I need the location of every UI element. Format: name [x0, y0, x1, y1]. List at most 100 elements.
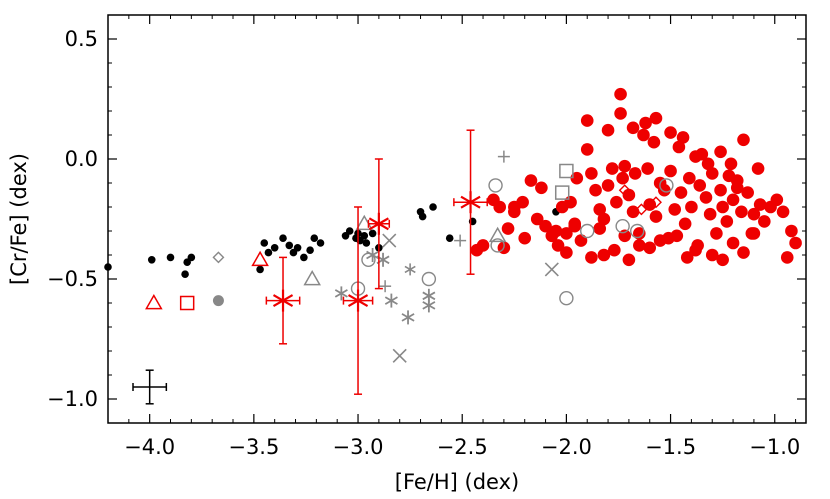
x-tick-label: −3.5: [228, 435, 279, 459]
point-dot-large: [560, 227, 573, 240]
data-point: [626, 121, 640, 135]
data-point: [770, 193, 784, 207]
asterisk-stroke: [334, 289, 348, 298]
data-point: [593, 222, 607, 235]
point-dot-large: [720, 215, 734, 228]
point-dot: [306, 246, 314, 254]
data-point: [554, 185, 570, 200]
point-dot-large: [610, 195, 623, 209]
point-dot-large: [670, 229, 684, 243]
point-dot-large: [633, 227, 646, 240]
point-dot-large: [705, 167, 719, 180]
data-point: [726, 236, 740, 250]
asterisk-stroke: [384, 296, 398, 305]
point-dot: [362, 239, 371, 247]
x-tick-label: −1.0: [749, 435, 800, 459]
point-dot-large: [641, 162, 654, 175]
point-dot-large: [676, 131, 690, 144]
data-point: [649, 196, 662, 209]
point-dot-large: [493, 200, 507, 214]
data-point: [618, 159, 632, 173]
x-tick-label: −3.0: [333, 435, 384, 459]
point-dot-large: [507, 200, 521, 214]
point-dot-large: [680, 251, 694, 264]
tick-labels: −4.0−3.5−3.0−2.5−2.0−1.5−1.00.50.0−0.5−1…: [47, 27, 800, 459]
data-point: [720, 215, 734, 228]
point-dot-large: [643, 198, 657, 211]
point-dot: [345, 227, 354, 235]
point-dot-large: [614, 107, 627, 120]
point-dot-large: [653, 234, 667, 247]
data-point: [735, 205, 748, 219]
point-dot-large: [722, 169, 736, 183]
point-circle-open: [615, 218, 630, 234]
point-dot-large: [703, 207, 717, 221]
data-point: [559, 291, 574, 306]
data-point: [147, 255, 156, 264]
data-point: [608, 243, 621, 257]
data-point: [714, 183, 727, 197]
data-point: [641, 162, 654, 175]
point-dot-large: [747, 207, 761, 221]
point-dot: [418, 212, 427, 221]
point-dot-large: [618, 229, 632, 243]
data-point: [753, 198, 767, 211]
data-point: [265, 256, 301, 345]
point-dot: [147, 255, 156, 264]
data-point: [181, 270, 189, 279]
data-point: [643, 198, 657, 211]
point-circle-open: [490, 238, 505, 253]
data-point: [392, 348, 407, 363]
point-square-open: [559, 163, 574, 179]
data-point: [649, 111, 663, 125]
point-dot-large: [539, 219, 552, 233]
data-point: [306, 246, 314, 254]
point-dot-large: [705, 248, 719, 262]
data-point: [368, 229, 377, 238]
data-point: [705, 248, 719, 262]
point-dot-large: [568, 217, 582, 231]
data-point: [628, 167, 642, 180]
point-triangle-open: [488, 226, 507, 243]
data-point: [670, 229, 684, 243]
point-dot: [181, 270, 189, 279]
point-dot-large: [668, 203, 682, 216]
asterisk-stroke: [422, 301, 436, 310]
data-point: [493, 200, 507, 214]
data-point: [559, 163, 574, 179]
y-axis-label: [Cr/Fe] (dex): [7, 153, 31, 285]
data-point: [785, 224, 798, 238]
data-point: [560, 246, 573, 259]
data-point: [714, 145, 727, 159]
data-point: [601, 179, 615, 192]
point-circle-open: [659, 178, 674, 193]
data-point: [699, 191, 713, 204]
data-point: [685, 200, 698, 214]
data-point: [454, 234, 467, 247]
data-point: [539, 219, 552, 233]
x-axis-label: [Fe/H] (dex): [395, 470, 519, 494]
asterisk-stroke: [366, 250, 380, 260]
data-point: [630, 223, 645, 239]
data-point: [453, 129, 488, 275]
data-point: [716, 253, 729, 267]
x-tick-label: −2.5: [437, 435, 488, 459]
point-square-open: [179, 295, 195, 311]
point-dot: [279, 234, 287, 242]
data-point: [270, 244, 279, 252]
point-dot-large: [789, 236, 802, 250]
point-circle-open: [630, 223, 645, 239]
data-point: [664, 126, 677, 139]
data-point: [445, 234, 454, 242]
data-point: [404, 263, 416, 276]
point-dot: [316, 239, 325, 247]
asterisk-stroke: [460, 195, 481, 209]
data-point: [212, 295, 224, 307]
data-point: [488, 226, 507, 243]
point-dot: [300, 253, 308, 262]
data-point: [580, 114, 594, 127]
point-dot-large: [737, 133, 750, 147]
data-point: [360, 232, 369, 240]
data-point: [618, 184, 631, 197]
